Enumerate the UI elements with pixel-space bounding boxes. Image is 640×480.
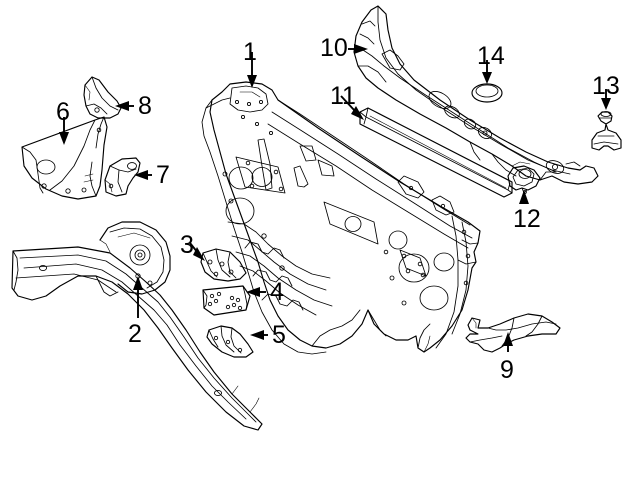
callout-label-11: 11 (330, 82, 356, 110)
callout-label-9: 9 (500, 356, 514, 384)
part-12-cowl-mounting-tab (507, 165, 541, 194)
part-10-cowl-top-grille-panel (353, 5, 599, 185)
leader-8 (115, 101, 134, 111)
callout-label-7: 7 (156, 161, 170, 189)
part-5-lower-bracket (206, 325, 254, 358)
callout-label-5: 5 (272, 321, 286, 349)
leader-3 (189, 242, 205, 261)
leader-9 (503, 332, 513, 352)
leader-13 (601, 89, 611, 110)
part-1-dash-panel-firewall (201, 81, 481, 355)
leader-4 (246, 287, 266, 297)
leader-12 (519, 190, 529, 204)
leader-1 (247, 52, 257, 88)
part-7-reinforcement-gusset (104, 157, 141, 197)
leader-11 (340, 95, 364, 120)
part-2-rail-upper-section (99, 221, 171, 295)
callout-label-4: 4 (270, 278, 284, 306)
leader-14 (482, 60, 492, 84)
part-2-front-floor-side-rail (11, 246, 263, 431)
callout-label-14: 14 (477, 42, 505, 70)
callout-label-2: 2 (128, 320, 142, 348)
part-9-lower-side-brace (465, 313, 561, 353)
leader-6 (59, 117, 69, 145)
part-6-cowl-side-panel (21, 116, 108, 200)
part-14-rubber-grommet (471, 83, 503, 103)
part-4-perforated-reinforcement-plate (202, 285, 251, 316)
part-3-upper-mounting-bracket (200, 248, 247, 282)
leader-10 (348, 44, 368, 54)
callout-label-6: 6 (56, 98, 70, 126)
callout-label-1: 1 (243, 38, 257, 66)
callout-label-8: 8 (138, 92, 152, 120)
callout-label-12: 12 (513, 205, 541, 233)
callout-label-10: 10 (320, 34, 348, 62)
callout-label-13: 13 (592, 72, 620, 100)
leader-2 (133, 276, 143, 318)
part-13-retainer-clip (591, 111, 622, 151)
part-8-upper-corner-bracket (83, 76, 122, 119)
part-11-cowl-crossmember-bar (359, 107, 513, 198)
leader-7 (134, 170, 152, 180)
leader-5 (250, 330, 268, 340)
callout-label-3: 3 (180, 231, 194, 259)
